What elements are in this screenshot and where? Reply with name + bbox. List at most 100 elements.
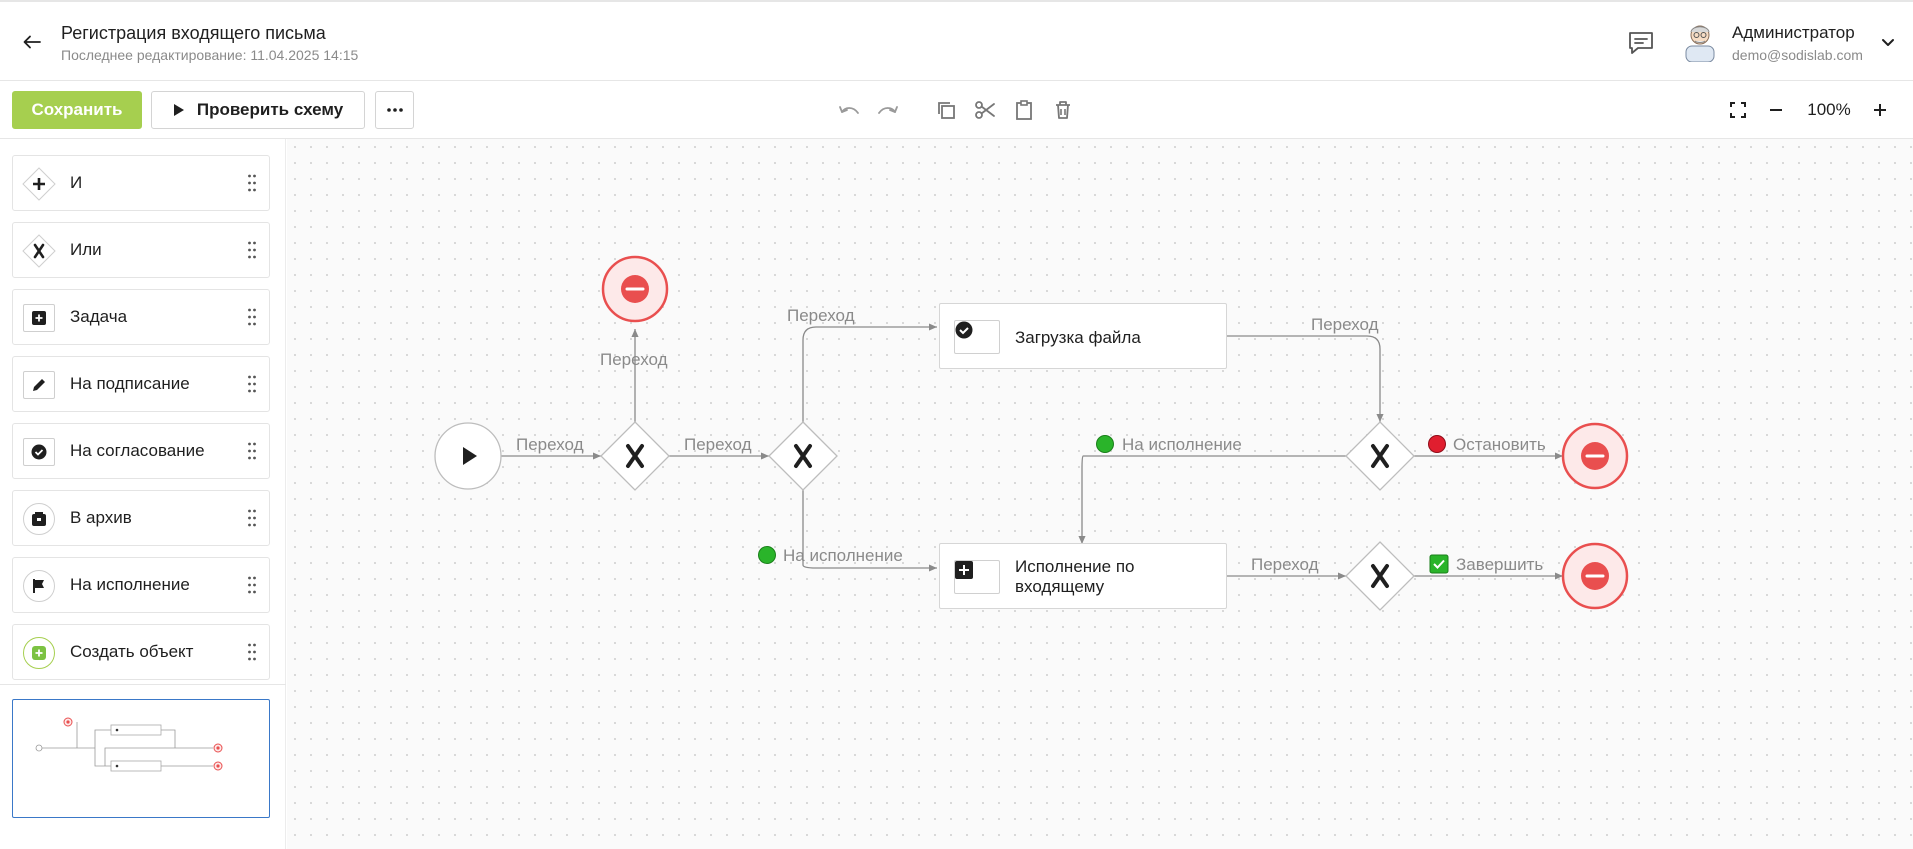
drag-handle-icon[interactable] xyxy=(247,642,257,662)
edge-label: Переход xyxy=(684,435,752,454)
toolbar: Сохранить Проверить схему 100% xyxy=(0,81,1913,139)
clipboard-icon xyxy=(1016,100,1032,120)
end-event-finish[interactable] xyxy=(1561,542,1629,610)
palette-item-and[interactable]: И xyxy=(12,155,270,211)
save-button[interactable]: Сохранить xyxy=(12,91,142,129)
palette-item-label: И xyxy=(70,173,83,192)
pen-icon xyxy=(23,371,55,399)
task-label-line1: Исполнение по xyxy=(1015,557,1135,576)
play-icon xyxy=(463,447,477,465)
arrow-left-icon xyxy=(23,35,41,49)
play-icon xyxy=(173,104,184,116)
undo-button[interactable] xyxy=(836,97,862,123)
gateway-or-1[interactable] xyxy=(600,421,670,491)
gateway-or-4[interactable] xyxy=(1345,541,1415,611)
zoom-level: 100% xyxy=(1807,100,1851,119)
minus-icon xyxy=(1770,109,1782,111)
chat-icon[interactable] xyxy=(1626,29,1656,57)
palette-item-approve[interactable]: На согласование xyxy=(12,423,270,479)
drag-handle-icon[interactable] xyxy=(247,173,257,193)
redo-icon xyxy=(878,106,898,114)
edge-label: Переход xyxy=(516,435,584,454)
flag-icon xyxy=(23,570,55,602)
drag-handle-icon[interactable] xyxy=(247,508,257,528)
palette-item-task[interactable]: Задача xyxy=(12,289,270,345)
edge-label: Переход xyxy=(1251,555,1319,574)
copy-button[interactable] xyxy=(933,97,959,123)
drag-handle-icon[interactable] xyxy=(247,374,257,394)
element-palette: И Или Задача На подписание xyxy=(0,139,286,849)
zoom-in-button[interactable] xyxy=(1867,97,1893,123)
end-event-top[interactable] xyxy=(601,255,669,323)
create-object-icon-wrap xyxy=(22,636,56,670)
fullscreen-button[interactable] xyxy=(1725,97,1751,123)
edge-label: На исполнение xyxy=(783,546,903,565)
edge-label: Остановить xyxy=(1453,435,1546,454)
pen-icon-wrap xyxy=(22,368,56,402)
green-status-dot xyxy=(758,546,776,564)
task-upload-file[interactable]: Загрузка файла xyxy=(939,303,1227,369)
check-circle-icon xyxy=(954,320,1000,354)
avatar[interactable] xyxy=(1682,20,1718,63)
more-button[interactable] xyxy=(375,91,414,129)
x-icon xyxy=(1371,564,1389,588)
palette-item-label: На исполнение xyxy=(70,575,190,594)
end-event-stop[interactable] xyxy=(1561,422,1629,490)
palette-item-or[interactable]: Или xyxy=(12,222,270,278)
edge-label: На исполнение xyxy=(1122,435,1242,454)
palette-item-label: На согласование xyxy=(70,441,205,460)
edge-label: Переход xyxy=(787,306,855,325)
zoom-out-button[interactable] xyxy=(1763,97,1789,123)
palette-item-archive[interactable]: В архив xyxy=(12,490,270,546)
start-event[interactable] xyxy=(434,422,502,490)
palette-item-sign[interactable]: На подписание xyxy=(12,356,270,412)
gateway-or-2[interactable] xyxy=(768,421,838,491)
chevron-down-icon[interactable] xyxy=(1880,34,1896,50)
plus-icon xyxy=(1874,104,1886,116)
edges xyxy=(468,323,1563,580)
user-name: Администратор xyxy=(1732,23,1855,42)
cut-button[interactable] xyxy=(972,97,998,123)
back-button[interactable] xyxy=(18,28,46,56)
palette-item-execute[interactable]: На исполнение xyxy=(12,557,270,613)
copy-icon xyxy=(938,102,955,119)
edge-upload-gw3[interactable] xyxy=(1227,335,1384,422)
edge-gw2-execute[interactable] xyxy=(802,490,937,572)
x-icon xyxy=(794,444,812,468)
minimap[interactable] xyxy=(12,699,270,818)
paste-button[interactable] xyxy=(1011,97,1037,123)
edge-label: Переход xyxy=(600,350,668,369)
last-edited-text: Последнее редактирование: 11.04.2025 14:… xyxy=(61,47,359,63)
delete-button[interactable] xyxy=(1050,97,1076,123)
task-icon-wrap xyxy=(22,301,56,335)
x-icon xyxy=(1371,444,1389,468)
flag-icon-wrap xyxy=(22,569,56,603)
palette-item-label: На подписание xyxy=(70,374,190,393)
palette-item-create-object[interactable]: Создать объект xyxy=(12,624,270,680)
palette-item-label: Задача xyxy=(70,307,128,326)
scissors-icon xyxy=(975,101,995,119)
check-scheme-button[interactable]: Проверить схему xyxy=(151,91,365,129)
edge-gw3-execute[interactable] xyxy=(1078,455,1346,544)
drag-handle-icon[interactable] xyxy=(247,240,257,260)
gateway-or-3[interactable] xyxy=(1345,421,1415,491)
palette-item-label: В архив xyxy=(70,508,132,527)
checkbox-checked-icon xyxy=(1429,554,1449,574)
palette-item-label: Создать объект xyxy=(70,642,194,661)
edge-gw2-upload[interactable] xyxy=(802,323,937,422)
task-execute-incoming[interactable]: Исполнение по входящему xyxy=(939,543,1227,609)
more-dots-icon xyxy=(386,108,403,112)
drag-handle-icon[interactable] xyxy=(247,307,257,327)
x-icon xyxy=(626,444,644,468)
redo-button[interactable] xyxy=(875,97,901,123)
check-circle-icon-wrap xyxy=(22,435,56,469)
drag-handle-icon[interactable] xyxy=(247,575,257,595)
task-icon xyxy=(954,560,1000,594)
diagram-canvas[interactable]: Переход Переход Переход Переход На испол… xyxy=(287,139,1913,849)
plus-diamond-icon xyxy=(22,167,56,201)
drag-handle-icon[interactable] xyxy=(247,441,257,461)
task-label-line2: входящему xyxy=(1015,577,1105,596)
diagram-svg: Переход Переход Переход Переход На испол… xyxy=(434,255,1629,611)
check-scheme-label: Проверить схему xyxy=(196,100,344,119)
palette-item-label: Или xyxy=(70,240,102,259)
